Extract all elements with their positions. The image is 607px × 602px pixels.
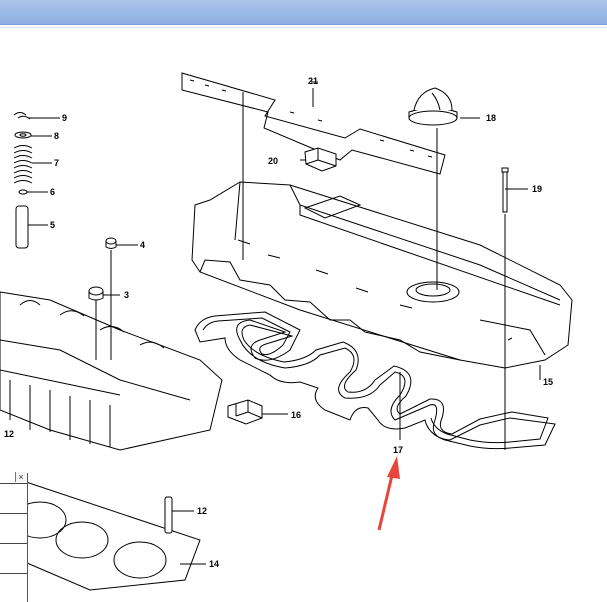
side-popup-panel: ×	[0, 472, 28, 602]
plug-4	[105, 237, 117, 249]
oil-filler-cap-18	[408, 87, 458, 126]
bracket-20	[304, 147, 337, 172]
seal-6	[18, 189, 28, 195]
callout-20: 20	[268, 156, 278, 166]
exploded-parts-diagram: 21 18 19 20 9 8 7 6 5 4 3 15 16 12 17 12…	[0, 72, 573, 591]
window-title-bar	[0, 0, 607, 28]
callout-8: 8	[54, 131, 59, 141]
guide-5	[15, 205, 29, 249]
red-pointer-arrow	[377, 456, 400, 531]
gasket-17	[194, 311, 556, 450]
callout-6: 6	[50, 187, 55, 197]
callout-5: 5	[50, 220, 55, 230]
retainer-8	[14, 131, 32, 139]
close-icon[interactable]: ×	[15, 472, 26, 482]
callout-14: 14	[209, 559, 219, 569]
bolt-19	[501, 167, 509, 213]
callout-9: 9	[62, 113, 67, 123]
callout-21: 21	[308, 76, 318, 86]
callout-17: 17	[393, 445, 403, 455]
panel-row-divider	[0, 573, 27, 574]
panel-row-divider	[0, 513, 27, 514]
callout-4: 4	[140, 240, 145, 250]
callout-19: 19	[532, 184, 542, 194]
valve-cover-15	[191, 181, 573, 369]
spring-7	[13, 145, 33, 184]
clip-16	[227, 399, 263, 425]
head-gasket-14	[13, 479, 201, 591]
callout-15: 15	[543, 377, 553, 387]
callout-7: 7	[54, 158, 59, 168]
callout-12-dowel: 12	[197, 506, 207, 516]
dowel-12	[164, 496, 173, 534]
callout-12-left: 12	[4, 429, 14, 439]
panel-row-divider	[0, 483, 27, 484]
callout-18: 18	[486, 113, 496, 123]
keepers-9	[13, 112, 31, 120]
plug-3	[88, 286, 104, 301]
callout-3: 3	[124, 290, 129, 300]
panel-row-divider	[0, 543, 27, 544]
cylinder-head	[0, 291, 223, 451]
bracket-plate-21	[181, 72, 446, 175]
callout-16: 16	[291, 410, 301, 420]
